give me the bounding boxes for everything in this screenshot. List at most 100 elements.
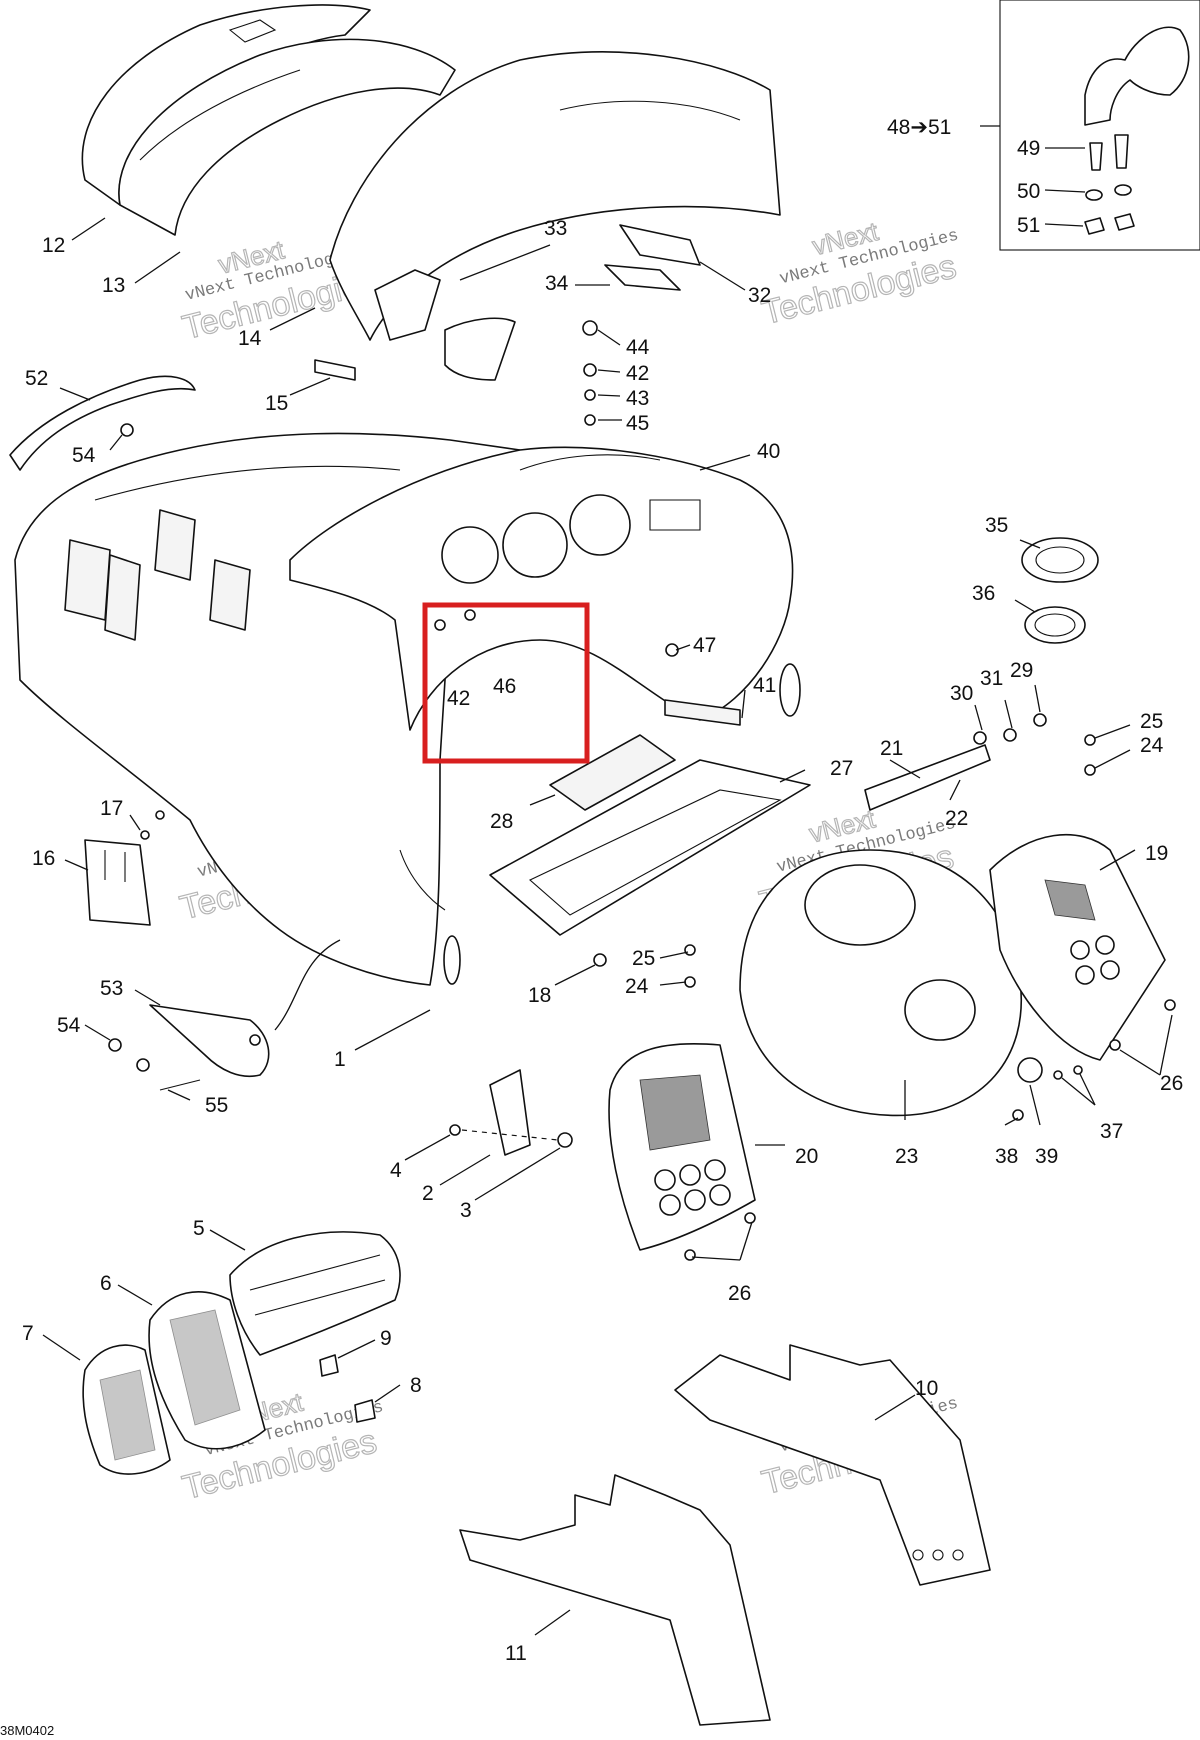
part-33-pad bbox=[374, 269, 441, 341]
callout-35: 35 bbox=[985, 514, 1008, 537]
callout-9: 9 bbox=[380, 1327, 392, 1350]
dash-slot bbox=[779, 663, 801, 717]
callout-46: 46 bbox=[493, 675, 516, 698]
callout-28: 28 bbox=[490, 810, 513, 833]
callout-5: 5 bbox=[193, 1217, 205, 1240]
inset-frame bbox=[999, 0, 1200, 251]
callout-6: 6 bbox=[100, 1272, 112, 1295]
callout-19: 19 bbox=[1145, 842, 1168, 865]
part-16-bracket bbox=[84, 839, 151, 926]
callout-22: 22 bbox=[945, 807, 968, 830]
part-3-cap bbox=[557, 1132, 573, 1148]
part-49-screw bbox=[1114, 134, 1129, 169]
drawing-code: 38M0402 bbox=[0, 1723, 54, 1738]
part-48-mirror bbox=[1084, 26, 1190, 126]
callout-53: 53 bbox=[100, 977, 123, 1000]
part-2-latch bbox=[489, 1069, 531, 1156]
callout-34: 34 bbox=[545, 272, 569, 295]
callout-43: 43 bbox=[626, 387, 649, 410]
body-vent bbox=[104, 554, 141, 641]
callout-26: 26 bbox=[728, 1282, 751, 1305]
part-51-nut bbox=[1114, 213, 1135, 231]
callout-24: 24 bbox=[625, 975, 649, 998]
callout-12: 12 bbox=[42, 234, 65, 257]
callout-49: 49 bbox=[1017, 137, 1040, 160]
part-36-ring bbox=[1024, 606, 1086, 644]
callout-25: 25 bbox=[1140, 710, 1163, 733]
dash-gauge bbox=[502, 512, 568, 578]
part-49-screw bbox=[1089, 142, 1103, 171]
callout-42: 42 bbox=[447, 687, 470, 710]
leader-lines bbox=[42, 125, 1173, 1636]
callout-29: 29 bbox=[1010, 659, 1033, 682]
body-vent bbox=[64, 539, 111, 621]
callout-25: 25 bbox=[632, 947, 655, 970]
part-34-pad bbox=[444, 317, 516, 381]
callout-11: 11 bbox=[505, 1642, 527, 1665]
callout-15: 15 bbox=[265, 392, 288, 415]
callout-45: 45 bbox=[626, 412, 649, 435]
part-54-nut bbox=[108, 1038, 122, 1052]
callout-55: 55 bbox=[205, 1094, 228, 1117]
callout-10: 10 bbox=[915, 1377, 938, 1400]
callout-41: 41 bbox=[753, 674, 776, 697]
callout-31: 31 bbox=[980, 667, 1003, 690]
body-slot bbox=[443, 935, 461, 985]
part-21-bracket bbox=[864, 744, 991, 811]
callout-20: 20 bbox=[795, 1145, 818, 1168]
callout-17: 17 bbox=[100, 797, 123, 820]
callout-18: 18 bbox=[528, 984, 551, 1007]
part-20-side-panel bbox=[608, 1043, 756, 1251]
part-28-pad bbox=[549, 734, 676, 811]
part-8-clip bbox=[354, 1399, 376, 1423]
callout-13: 13 bbox=[102, 274, 125, 297]
body-vent bbox=[209, 559, 251, 631]
part-34-strip bbox=[604, 264, 681, 291]
part-52-handle bbox=[9, 375, 196, 471]
callout-14: 14 bbox=[238, 327, 262, 350]
callout-42: 42 bbox=[626, 362, 649, 385]
part-27-tray bbox=[489, 759, 811, 936]
callout-48-51: 48➔51 bbox=[887, 116, 951, 139]
part-13-hood-panel bbox=[118, 38, 456, 236]
callout-21: 21 bbox=[880, 737, 903, 760]
callout-54: 54 bbox=[72, 444, 96, 467]
part-10-foam bbox=[674, 1344, 991, 1586]
part-19-mesh bbox=[1044, 879, 1096, 921]
fastener-group bbox=[140, 320, 1176, 1261]
callout-7: 7 bbox=[22, 1322, 34, 1345]
part-50-washer bbox=[1114, 184, 1132, 196]
part-15-grip bbox=[314, 359, 356, 381]
part-11-foam bbox=[459, 1474, 771, 1726]
part-41-gasket bbox=[664, 699, 741, 726]
callout-30: 30 bbox=[950, 682, 973, 705]
callout-16: 16 bbox=[32, 847, 55, 870]
part-9-clip bbox=[319, 1354, 339, 1377]
part-51-nut bbox=[1084, 217, 1105, 235]
callout-26: 26 bbox=[1160, 1072, 1183, 1095]
callout-54: 54 bbox=[57, 1014, 81, 1037]
dash-gauge bbox=[569, 494, 631, 556]
part-20-mesh bbox=[639, 1074, 711, 1151]
part-54-nut bbox=[120, 423, 134, 437]
callout-27: 27 bbox=[830, 757, 853, 780]
callout-1: 1 bbox=[334, 1048, 346, 1071]
callout-40: 40 bbox=[757, 440, 780, 463]
part-32-bracket bbox=[619, 224, 701, 266]
part-5-vent-cover bbox=[229, 1231, 401, 1356]
part-4-washer bbox=[449, 1124, 461, 1136]
callout-38: 38 bbox=[995, 1145, 1018, 1168]
callout-50: 50 bbox=[1017, 180, 1040, 203]
part-35-ring bbox=[1021, 537, 1099, 583]
callout-47: 47 bbox=[693, 634, 716, 657]
part-50-washer bbox=[1085, 189, 1103, 201]
part-windshield bbox=[329, 51, 781, 341]
callout-24: 24 bbox=[1140, 734, 1164, 757]
part-53-plate bbox=[149, 1004, 270, 1078]
callout-3: 3 bbox=[460, 1199, 472, 1222]
part-54-nut bbox=[136, 1058, 150, 1072]
callout-39: 39 bbox=[1035, 1145, 1058, 1168]
body-vent bbox=[154, 509, 196, 581]
